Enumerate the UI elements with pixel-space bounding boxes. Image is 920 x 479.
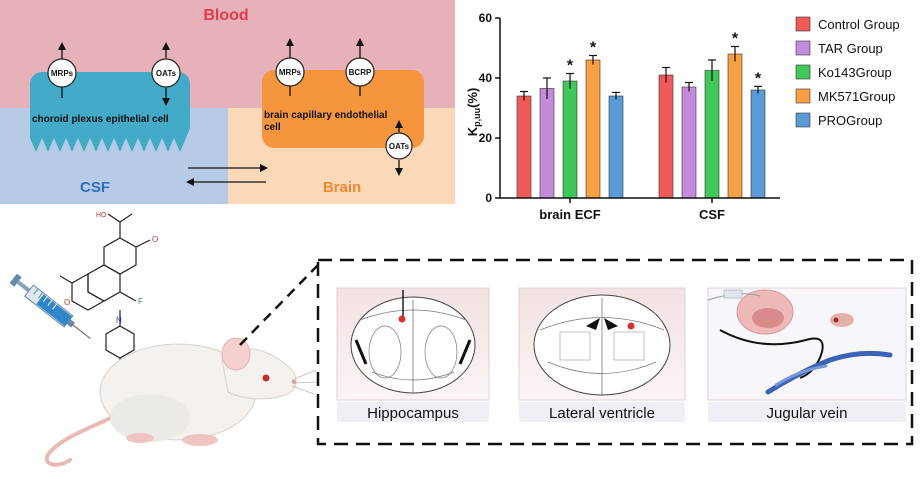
choroid-label: choroid plexus epithelial cell (32, 114, 169, 125)
endothelial-label-line2: cell (264, 122, 281, 133)
transporter-mrps-left: MRPs (47, 42, 77, 98)
x-tick-label: CSF (699, 207, 725, 222)
bar (704, 70, 720, 199)
y-tick-label: 40 (479, 71, 493, 85)
blood-label: Blood (203, 7, 248, 24)
bar (585, 59, 601, 199)
panel-lateral-ventricle: Lateral ventricle (518, 287, 686, 422)
syringe-illustration (9, 273, 91, 340)
panel-label-jugular-vein: Jugular vein (767, 405, 848, 422)
svg-text:OATs: OATs (156, 69, 177, 78)
panel-hippocampus: Hippocampus (336, 287, 490, 422)
bar (750, 89, 766, 199)
bar (727, 53, 743, 199)
molecule-label-ho: HO (96, 212, 107, 219)
panel-label-hippocampus: Hippocampus (367, 405, 459, 422)
molecule-label-n: N (116, 316, 122, 325)
svg-text:MRPs: MRPs (51, 69, 74, 78)
legend-swatch (795, 16, 811, 32)
significance-marker: * (567, 58, 574, 75)
legend-label: Control Group (818, 17, 900, 32)
svg-text:BCRP: BCRP (349, 68, 372, 77)
bar (539, 88, 555, 199)
significance-marker: * (732, 31, 739, 48)
choroid-plexus-cell: choroid plexus epithelial cell (30, 72, 190, 152)
x-tick-label: brain ECF (539, 207, 600, 222)
barrier-schematic: Blood CSF Brain choroid plexus epithelia… (0, 0, 455, 204)
y-axis: 0 20 40 60 (479, 11, 501, 205)
y-tick-label: 60 (479, 11, 493, 25)
bars: * * * * (516, 31, 766, 199)
molecule-label-f: F (138, 297, 143, 306)
legend-label: PROGroup (818, 113, 882, 128)
svg-text:OATs: OATs (389, 142, 410, 151)
molecule-label-ketone-o: O (152, 235, 158, 244)
x-axis: brain ECF CSF (500, 197, 780, 222)
legend-swatch (795, 64, 811, 80)
legend-swatch (795, 40, 811, 56)
legend-label: Ko143Group (818, 65, 892, 80)
transporter-bcrp: BCRP (345, 38, 375, 96)
significance-marker: * (755, 70, 762, 87)
brain-label: Brain (323, 179, 361, 196)
bar (658, 74, 674, 199)
panel-jugular-vein: Jugular vein (707, 287, 907, 422)
kpuu-bar-chart: 0 20 40 60 * * * * brain ECF CSF Control GroupT… (465, 11, 900, 222)
legend-label: TAR Group (818, 41, 883, 56)
y-tick-label: 20 (479, 131, 493, 145)
legend-label: MK571Group (818, 89, 895, 104)
csf-label: CSF (80, 179, 110, 196)
molecule-label-ring-o: O (64, 298, 70, 307)
significance-marker: * (590, 40, 597, 57)
drug-molecule-structure (59, 213, 151, 372)
legend-swatch (795, 112, 811, 128)
bar (681, 86, 697, 199)
rat-illustration (44, 337, 319, 467)
surgery-panel-frame (316, 258, 914, 446)
transporter-oats-left: OATs (151, 42, 181, 106)
panel-label-lateral-ventricle: Lateral ventricle (549, 405, 655, 422)
transporter-mrps-right: MRPs (275, 38, 305, 96)
y-axis-label: Kp,uu(%) (465, 88, 482, 137)
transporter-oats-right: OATs (385, 120, 413, 176)
endothelial-cell: brain capillary endothelial cell (262, 70, 424, 148)
zoom-dashed-line (239, 264, 319, 346)
endothelial-label-line1: brain capillary endothelial (264, 110, 388, 121)
svg-text:MRPs: MRPs (279, 68, 302, 77)
bar (608, 95, 624, 199)
y-tick-label: 0 (485, 191, 492, 205)
bar (562, 80, 578, 199)
legend-swatch (795, 88, 811, 104)
bar (516, 95, 532, 199)
